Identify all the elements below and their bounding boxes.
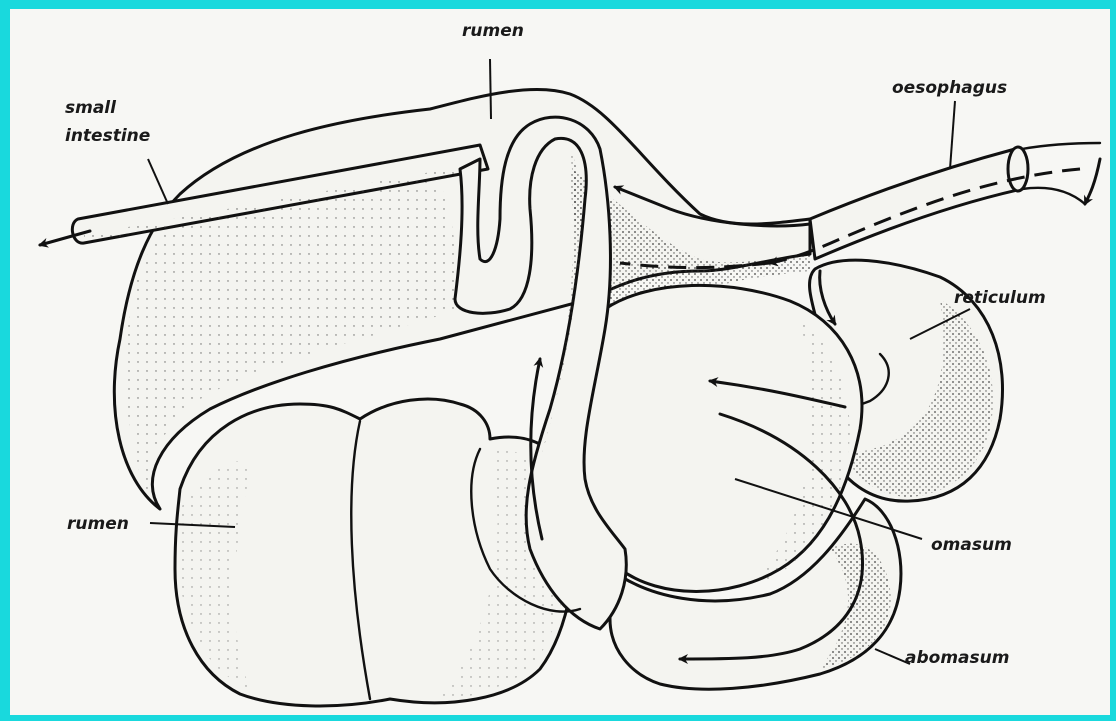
ruminant-stomach-diagram: rumen small intestine oesophagus reticul… bbox=[10, 9, 1110, 715]
label-reticulum: reticulum bbox=[954, 288, 1046, 308]
diagram-frame: rumen small intestine oesophagus reticul… bbox=[10, 9, 1110, 715]
label-small-intestine-line2: intestine bbox=[65, 126, 150, 146]
label-rumen-left: rumen bbox=[67, 514, 129, 534]
oesophagus-tube bbox=[810, 149, 1022, 259]
label-small-intestine-line1: small bbox=[65, 98, 117, 118]
label-abomasum: abomasum bbox=[905, 648, 1009, 668]
label-rumen-top: rumen bbox=[462, 21, 524, 41]
label-omasum: omasum bbox=[931, 535, 1012, 555]
label-oesophagus: oesophagus bbox=[892, 78, 1007, 98]
